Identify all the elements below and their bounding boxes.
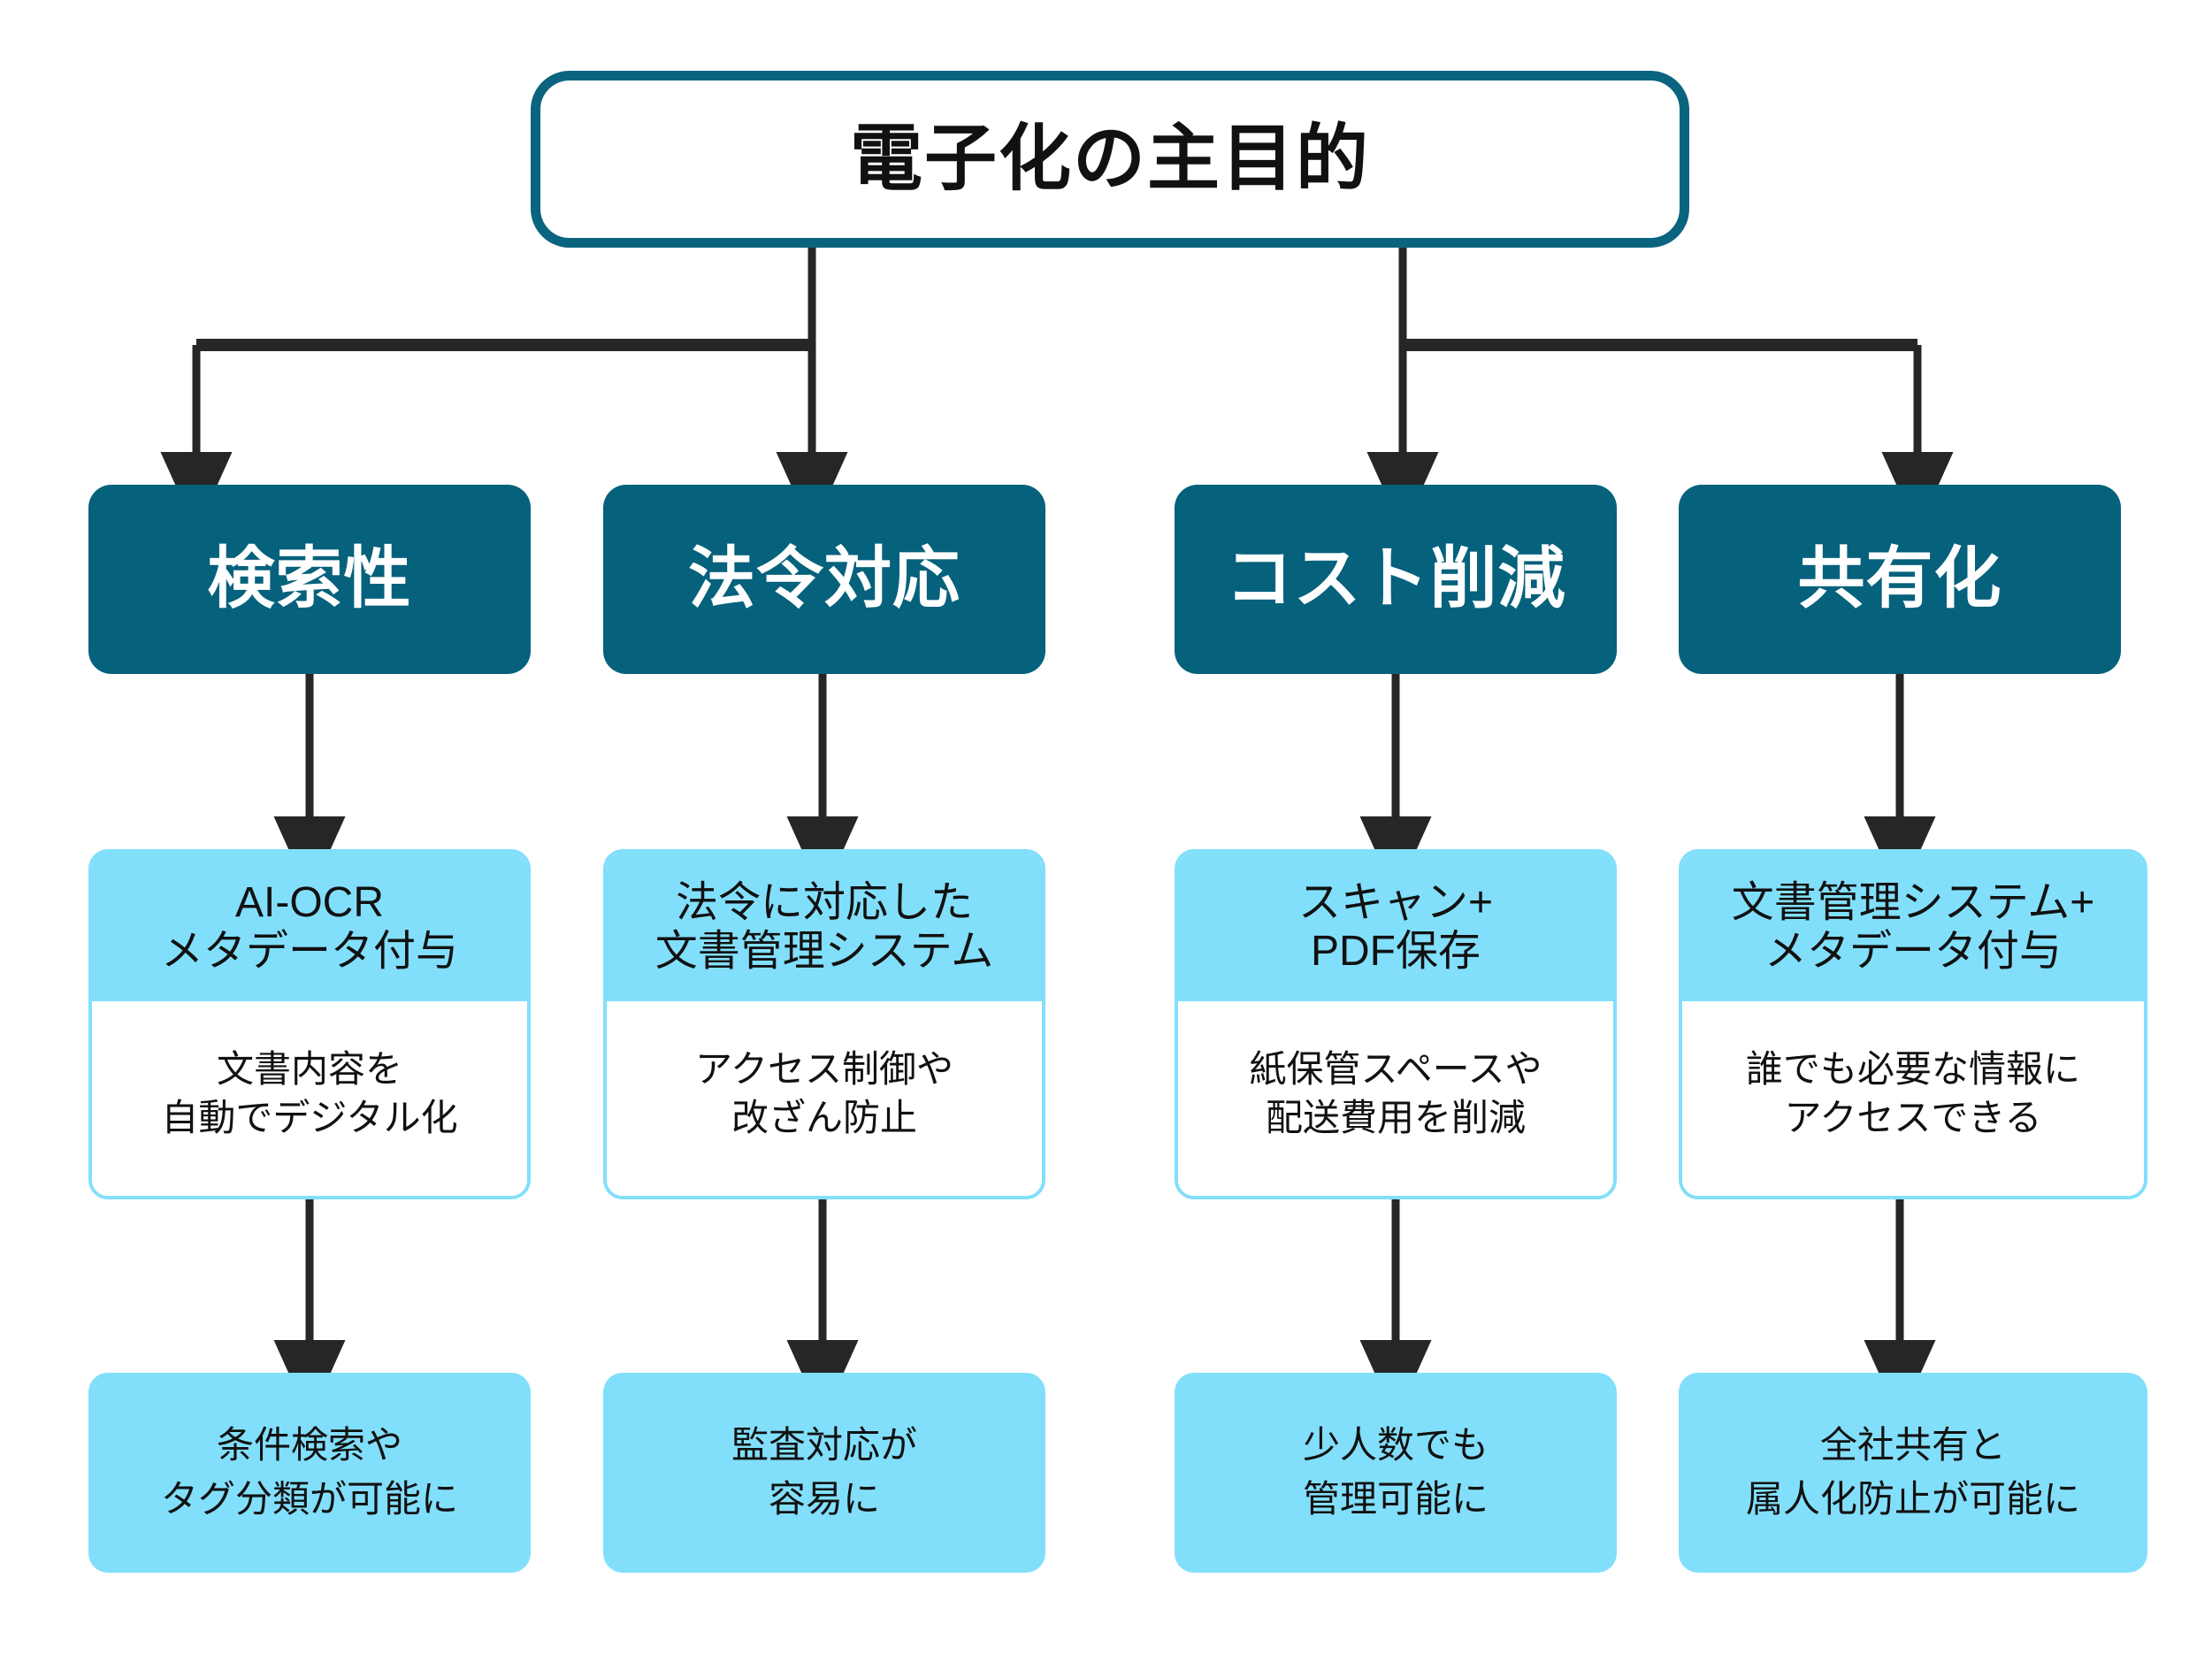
outcome-text-1: 条件検索や タグ分類が可能に — [160, 1424, 458, 1520]
solution-card-2-body-text: アクセス制御や 改ざん防止 — [695, 1048, 953, 1138]
outcome-text-3: 少人数でも 管理可能に — [1302, 1424, 1489, 1520]
solution-card-2-body: アクセス制御や 改ざん防止 — [607, 1001, 1042, 1196]
outcome-text-2: 監査対応が 容易に — [731, 1424, 917, 1520]
pillar-node-3[interactable]: コスト削減 — [1175, 485, 1617, 674]
solution-card-2-header-text: 法令に対応した 文書管理システム — [654, 878, 994, 975]
solution-card-4[interactable]: 文書管理システム+ メタデータ付与 誰でも必要な情報に アクセスできる — [1679, 849, 2147, 1199]
pillar-node-1[interactable]: 検索性 — [88, 485, 531, 674]
solution-card-4-header-text: 文書管理システム+ メタデータ付与 — [1731, 878, 2095, 975]
solution-card-3-body-text: 紙保管スペースや 配送費用を削減 — [1249, 1048, 1542, 1138]
outcome-box-3[interactable]: 少人数でも 管理可能に — [1175, 1373, 1617, 1573]
outcome-text-4: 全社共有と 属人化防止が可能に — [1745, 1424, 2080, 1520]
root-title: 電子化の主目的 — [849, 119, 1370, 199]
solution-card-1-body: 文書内容を 自動でデジタル化 — [92, 1001, 527, 1196]
solution-card-1[interactable]: AI-OCR メタデータ付与 文書内容を 自動でデジタル化 — [88, 849, 531, 1199]
outcome-box-2[interactable]: 監査対応が 容易に — [603, 1373, 1045, 1573]
pillar-label-1: 検索性 — [207, 541, 412, 617]
solution-card-4-body: 誰でも必要な情報に アクセスできる — [1682, 1001, 2144, 1196]
solution-card-3-header: スキャン+ PDF保存 — [1178, 853, 1613, 1001]
pillar-node-2[interactable]: 法令対応 — [603, 485, 1045, 674]
pillar-label-2: 法令対応 — [688, 541, 961, 617]
solution-card-1-header: AI-OCR メタデータ付与 — [92, 853, 527, 1001]
solution-card-1-body-text: 文書内容を 自動でデジタル化 — [161, 1048, 458, 1138]
pillar-label-3: コスト削減 — [1225, 541, 1566, 617]
outcome-box-1[interactable]: 条件検索や タグ分類が可能に — [88, 1373, 531, 1573]
pillar-node-4[interactable]: 共有化 — [1679, 485, 2121, 674]
solution-card-2-header: 法令に対応した 文書管理システム — [607, 853, 1042, 1001]
solution-card-4-header: 文書管理システム+ メタデータ付与 — [1682, 853, 2144, 1001]
solution-card-4-body-text: 誰でも必要な情報に アクセスできる — [1745, 1048, 2080, 1138]
pillar-label-4: 共有化 — [1797, 541, 2002, 617]
solution-card-3-body: 紙保管スペースや 配送費用を削減 — [1178, 1001, 1613, 1196]
outcome-box-4[interactable]: 全社共有と 属人化防止が可能に — [1679, 1373, 2147, 1573]
solution-card-3[interactable]: スキャン+ PDF保存 紙保管スペースや 配送費用を削減 — [1175, 849, 1617, 1199]
solution-card-1-header-text: AI-OCR メタデータ付与 — [160, 878, 458, 975]
solution-card-3-header-text: スキャン+ PDF保存 — [1297, 878, 1494, 975]
solution-card-2[interactable]: 法令に対応した 文書管理システム アクセス制御や 改ざん防止 — [603, 849, 1045, 1199]
root-node[interactable]: 電子化の主目的 — [531, 71, 1689, 248]
